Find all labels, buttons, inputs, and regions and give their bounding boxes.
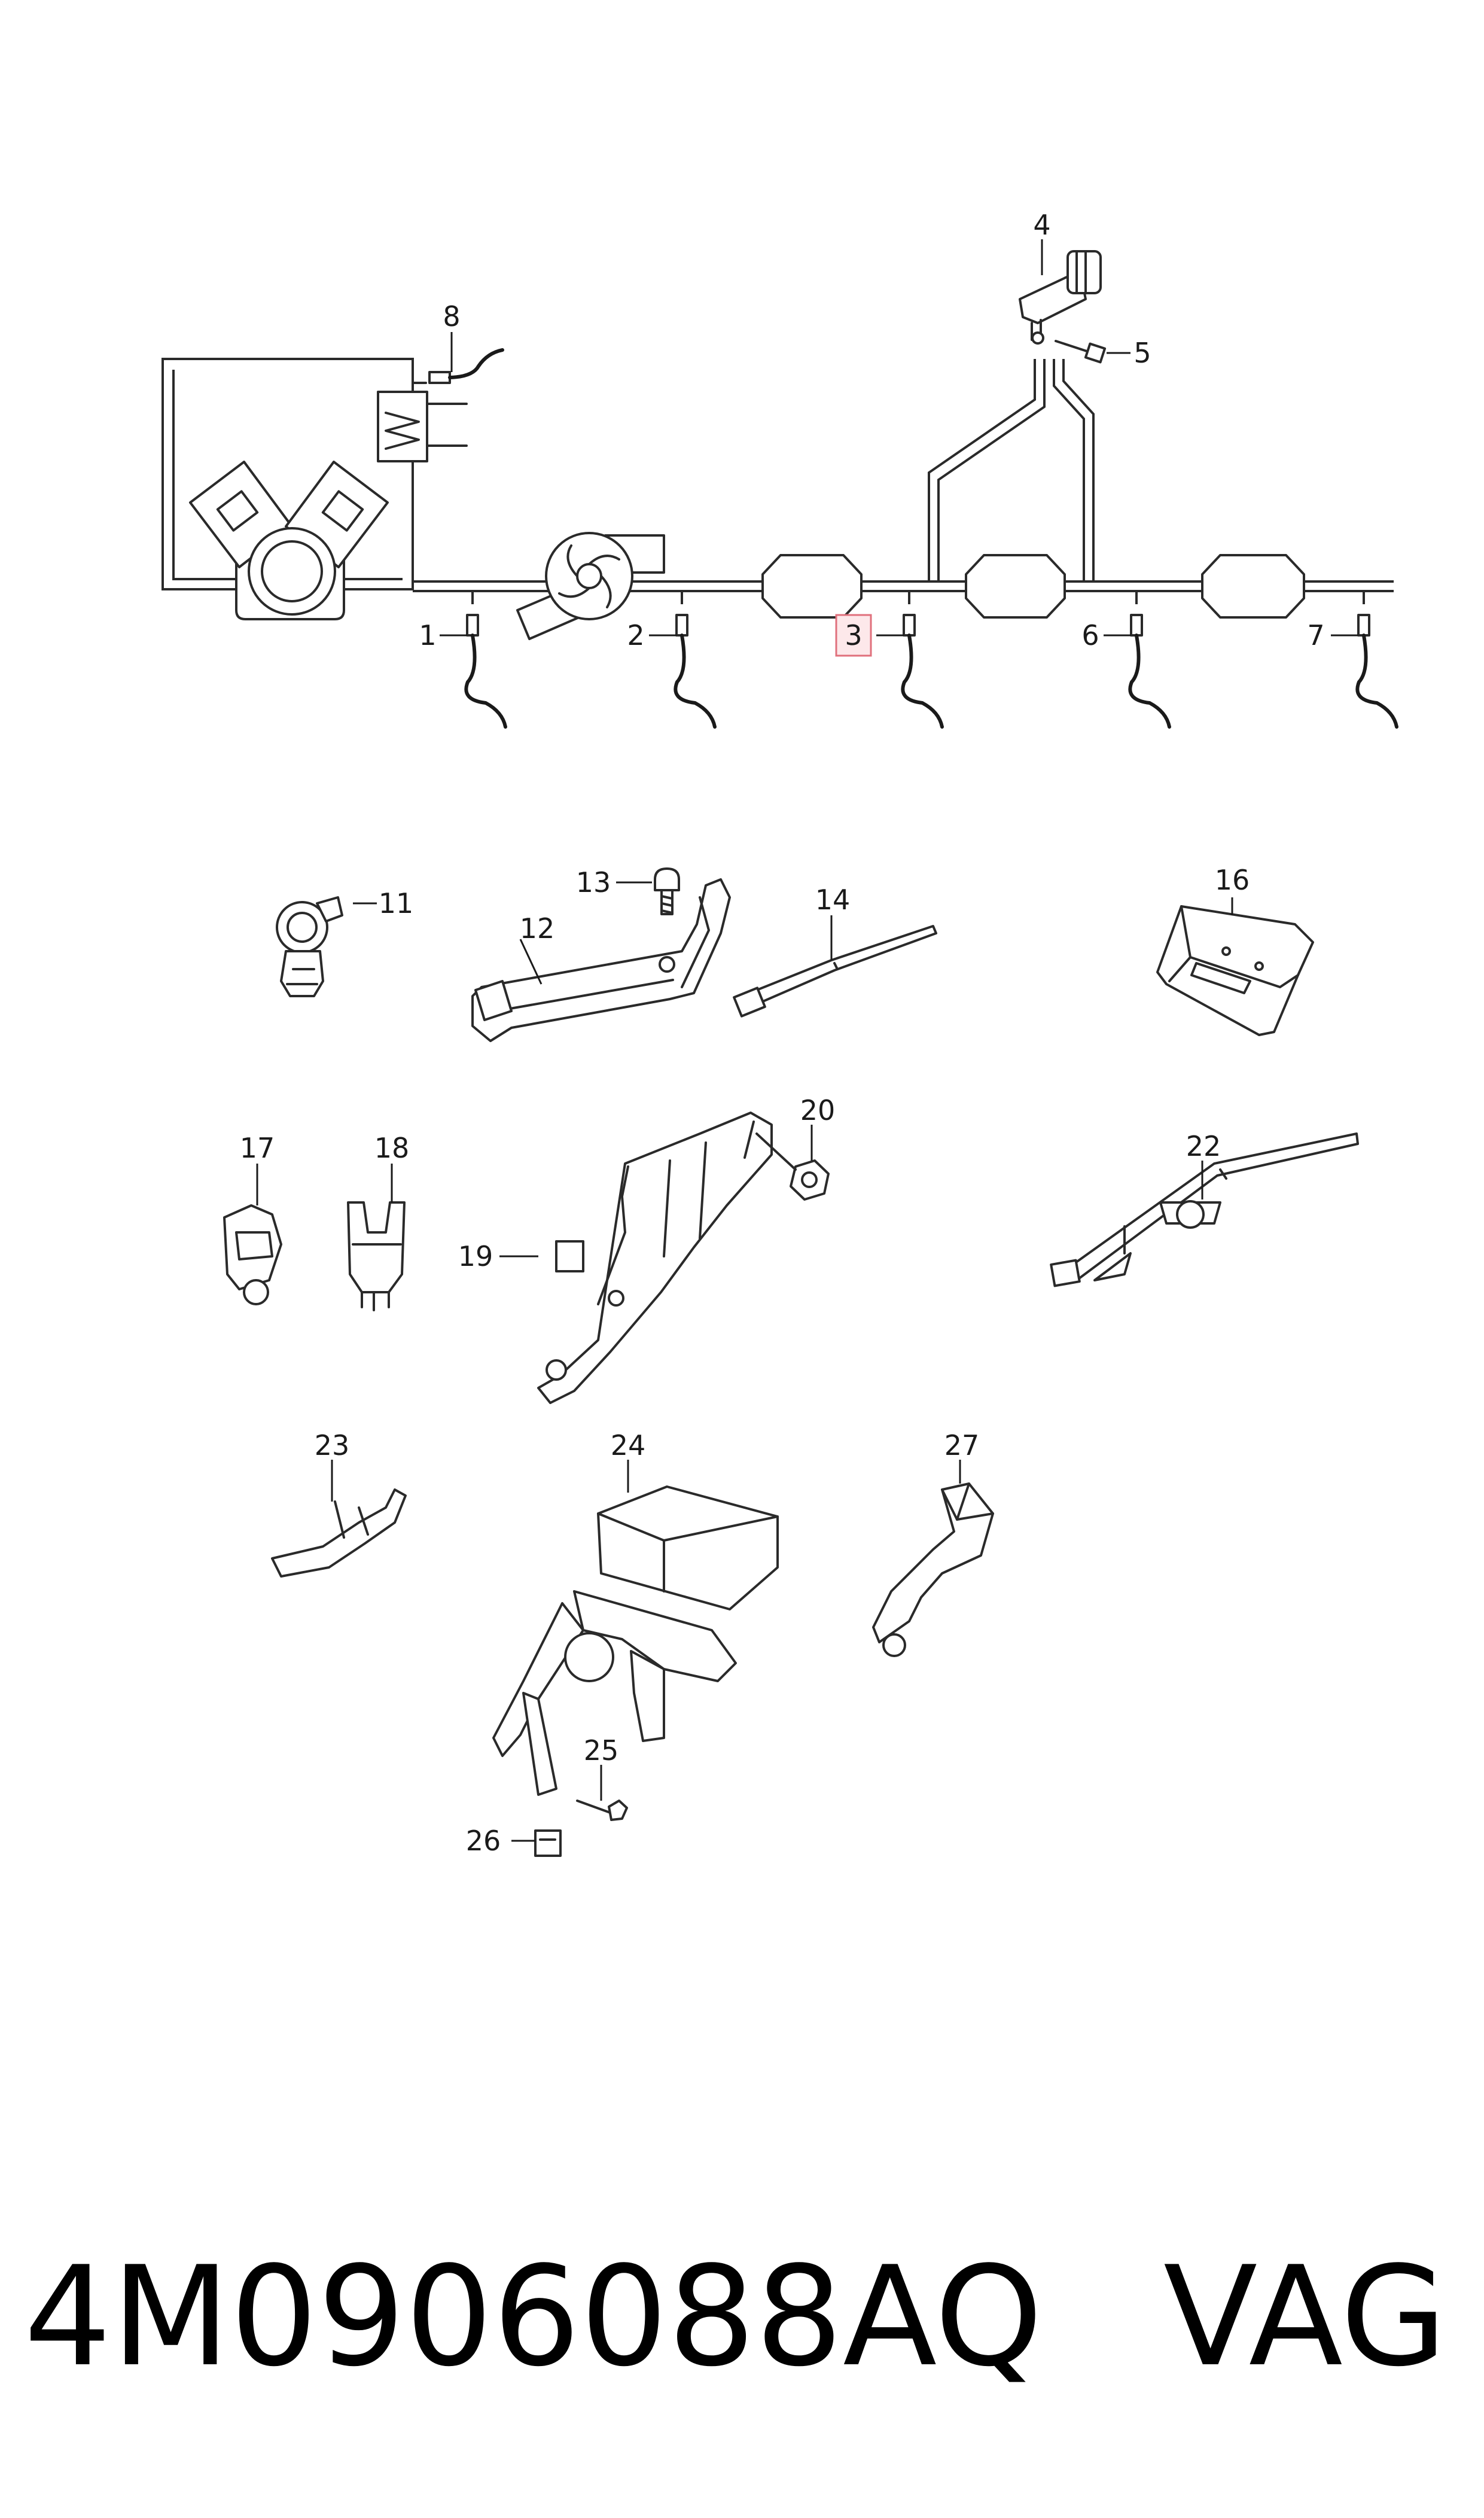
callout-24[interactable]: 24: [611, 1429, 646, 1462]
callout-18[interactable]: 18: [374, 1132, 410, 1164]
exhaust-schematic: [161, 358, 1394, 640]
clip-27-icon: [872, 1482, 994, 1657]
callout-26[interactable]: 26: [466, 1825, 501, 1857]
bolt-25-icon: [576, 1800, 628, 1821]
callout-5[interactable]: 5: [1133, 337, 1151, 369]
callout-16[interactable]: 16: [1215, 864, 1250, 896]
brand-name: VAG: [1163, 2237, 1448, 2397]
callout-27[interactable]: 27: [944, 1429, 980, 1462]
callout-23[interactable]: 23: [315, 1429, 350, 1462]
callout-12[interactable]: 12: [520, 912, 555, 945]
callout-17[interactable]: 17: [240, 1132, 275, 1164]
cable-tie-22-icon: [1050, 1132, 1359, 1287]
bracket-19-icon: [537, 1112, 773, 1404]
callout-22[interactable]: 22: [1186, 1130, 1221, 1162]
callout-labels: 1 2 3 4 5 6 7 8 11 12 13 14 16 17 18 19 …: [240, 209, 1325, 1857]
callout-8[interactable]: 8: [443, 300, 460, 333]
callout-2[interactable]: 2: [627, 619, 644, 651]
cover-16-icon: [1156, 905, 1314, 1036]
catalytic-converter-2-icon: [965, 554, 1066, 619]
oxygen-sensor-2-icon: [674, 614, 717, 729]
callout-11[interactable]: 11: [379, 887, 414, 919]
callout-14[interactable]: 14: [815, 884, 851, 916]
nut-20-icon: [755, 1132, 830, 1201]
oxygen-sensor-3-icon: [901, 614, 944, 729]
bracket-12-icon: [471, 878, 731, 1042]
cable-tie-14-icon: [733, 925, 937, 1018]
clip-26-icon: [534, 1829, 562, 1857]
catalytic-converter-3-icon: [1201, 554, 1305, 619]
temperature-sensor-8-icon: [428, 348, 504, 384]
module-bracket-24-icon: [492, 1485, 779, 1796]
bolt-5-icon: [1055, 340, 1107, 364]
clip-17-icon: [223, 1204, 282, 1305]
clip-23-icon: [271, 1488, 407, 1578]
callout-1[interactable]: 1: [419, 619, 436, 651]
oxygen-sensor-7-icon: [1355, 614, 1398, 729]
leader-lines: [256, 239, 1358, 1842]
callout-20[interactable]: 20: [800, 1094, 836, 1126]
callout-25[interactable]: 25: [584, 1734, 619, 1767]
callout-3[interactable]: 3: [845, 619, 862, 651]
oxygen-sensor-1-icon: [464, 614, 507, 729]
pressure-sensor-icon: [1019, 250, 1102, 345]
oxygen-sensor-6-icon: [1128, 614, 1171, 729]
catalytic-converter-1-icon: [761, 554, 863, 619]
intake-box-icon: [377, 382, 468, 462]
bolt-13-icon: [654, 867, 680, 915]
callout-13[interactable]: 13: [576, 866, 611, 899]
footer: 4M0906088AQ VAG: [0, 2237, 1484, 2397]
callout-7[interactable]: 7: [1307, 619, 1324, 651]
highlight-box: [835, 614, 872, 657]
callout-4[interactable]: 4: [1033, 209, 1050, 241]
clip-18-icon: [347, 1201, 406, 1311]
turbocharger-icon: [516, 532, 665, 640]
callout-6[interactable]: 6: [1081, 619, 1099, 651]
part-number: 4M0906088AQ: [24, 2237, 1043, 2397]
callout-19[interactable]: 19: [458, 1240, 493, 1272]
engine-icon: [189, 461, 389, 620]
sensor-holder-11-icon: [276, 896, 343, 997]
